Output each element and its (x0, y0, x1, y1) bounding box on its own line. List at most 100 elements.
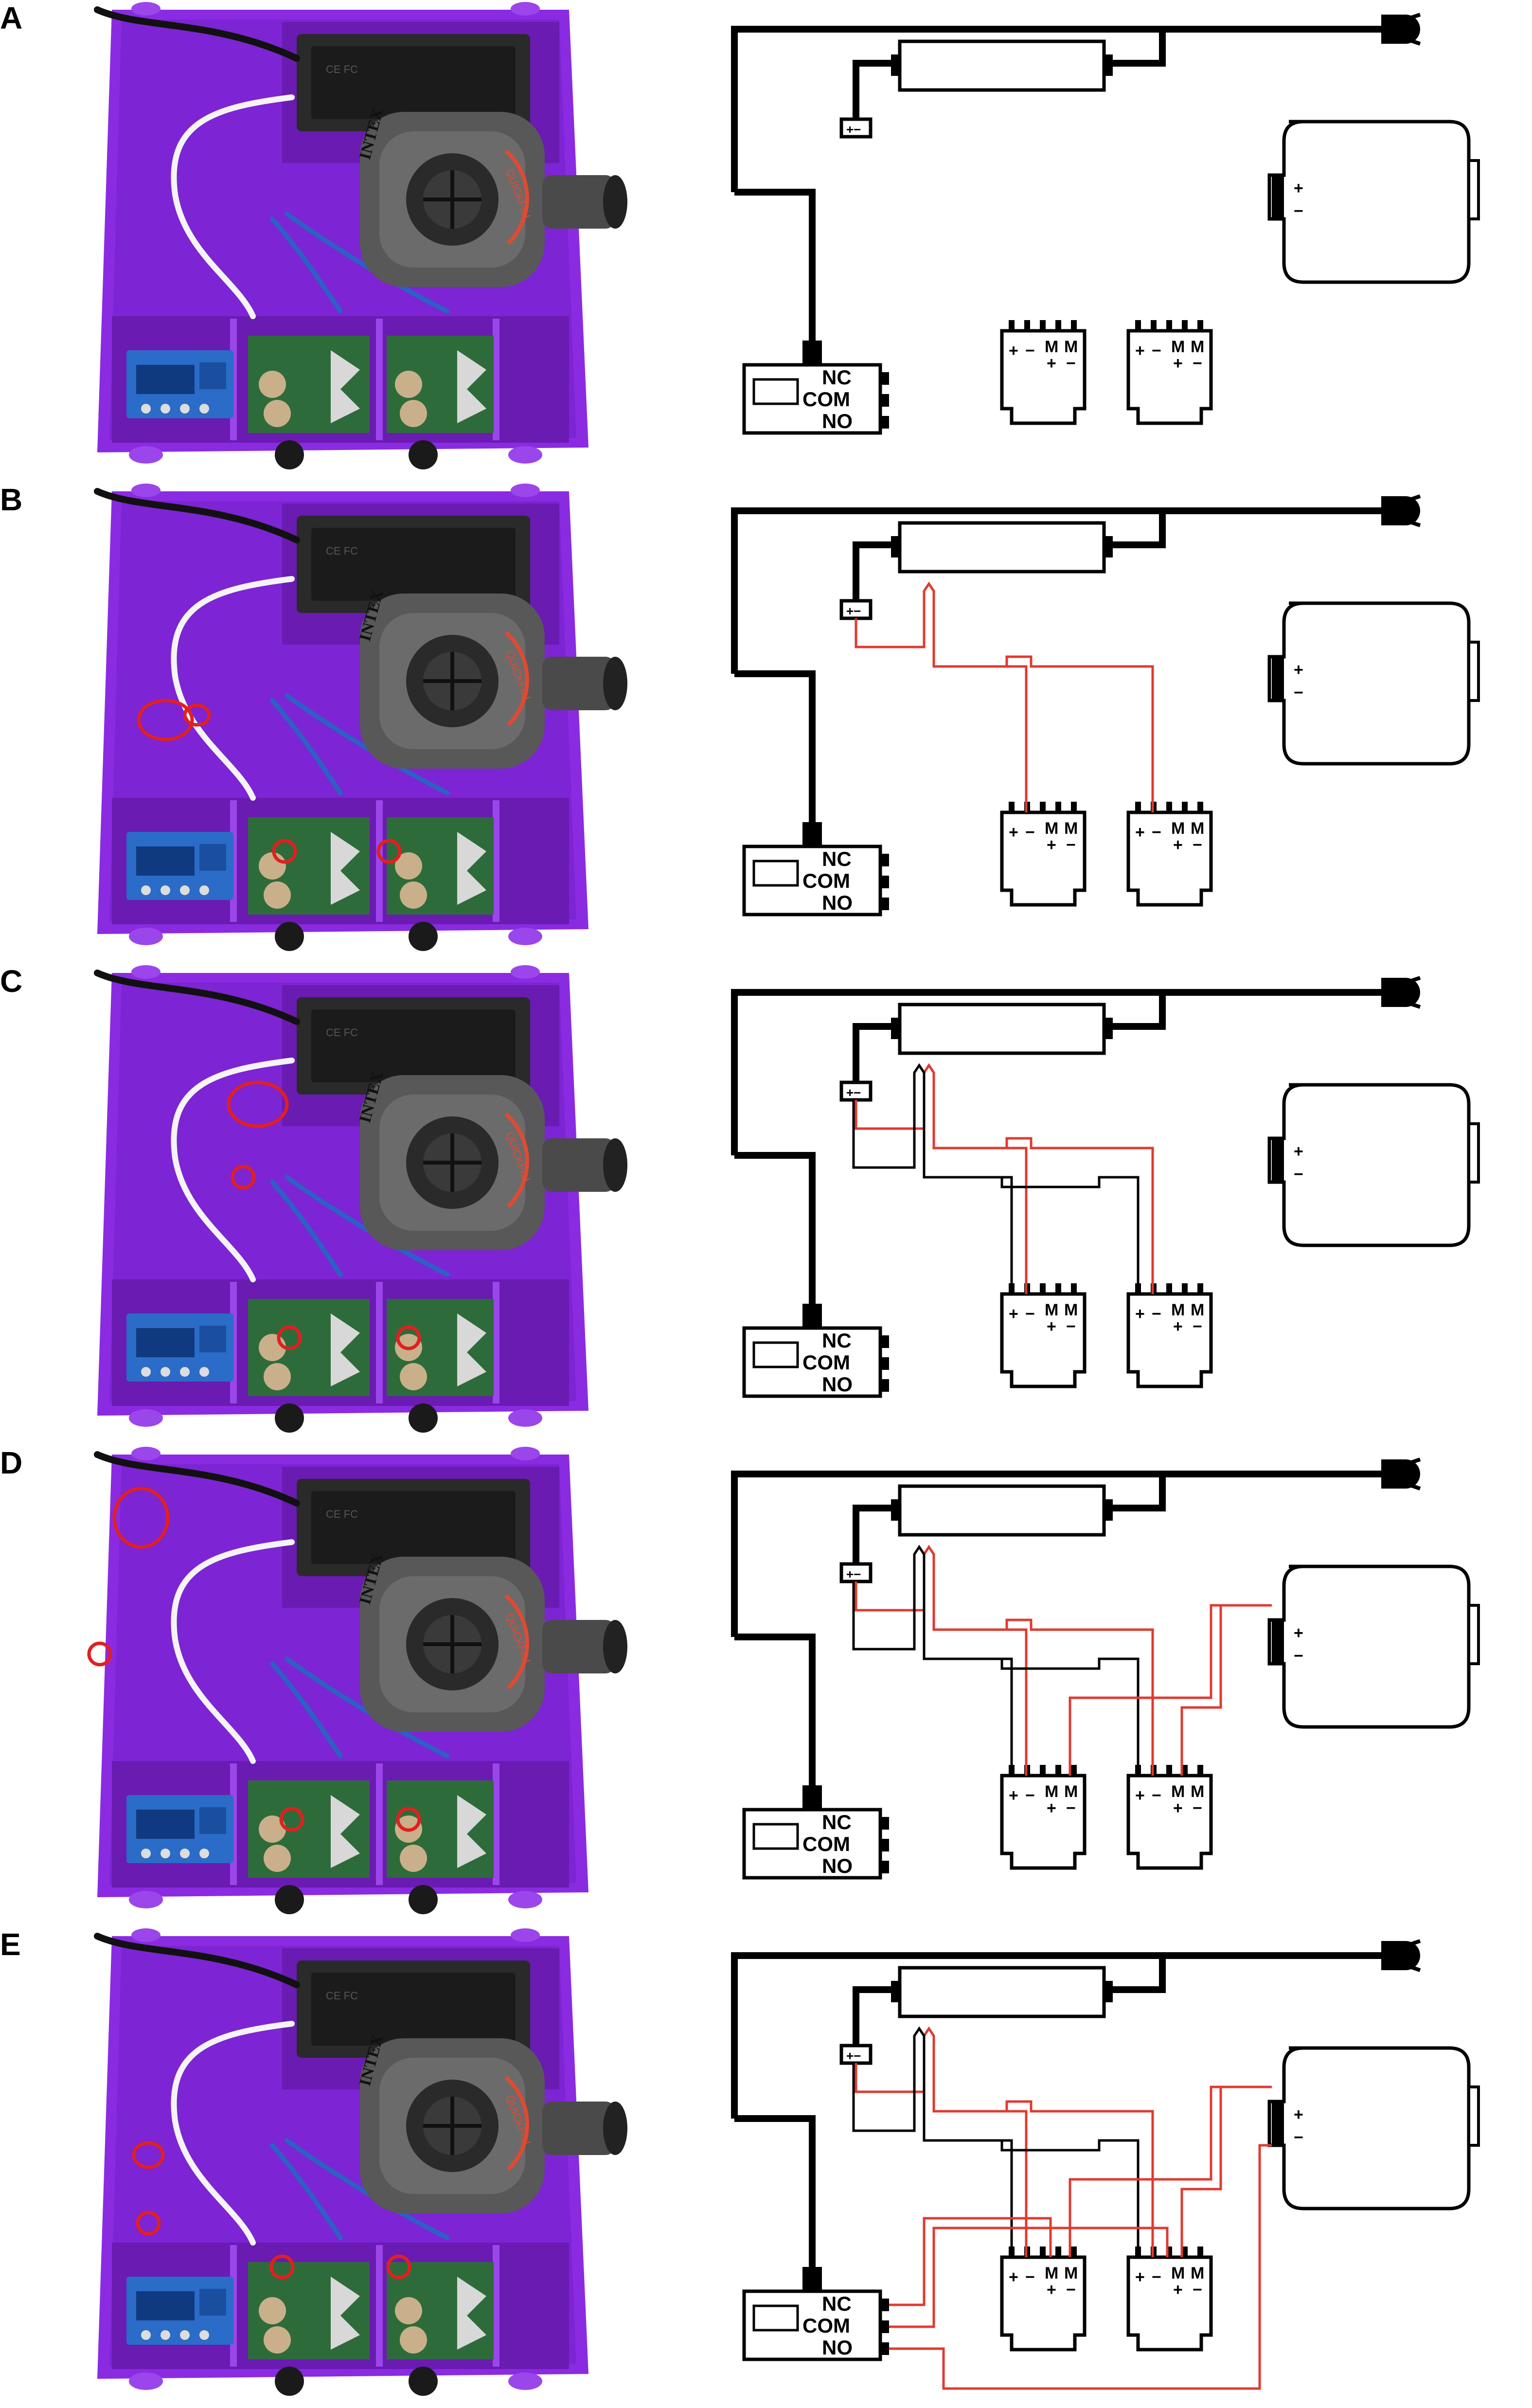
pump-terminal (1272, 657, 1284, 701)
relay-terminal-block (880, 1357, 889, 1370)
pump-outlet (1467, 1122, 1480, 1184)
pin-label-minus: − (1193, 1799, 1202, 1817)
panel-letter: A (0, 0, 23, 36)
pin-label-minus: − (1066, 1317, 1076, 1336)
motor-controller-board-1 (248, 1780, 370, 1914)
psu-terminal (1103, 1499, 1113, 1521)
plug-prong (1405, 1457, 1421, 1466)
highlight-circle (227, 1080, 289, 1128)
plug-prong (1405, 37, 1421, 46)
power-supply-brick: CE FC (297, 1960, 530, 2058)
air-pump: INTEX QUICKFILL (356, 1551, 627, 1732)
controller-pin (1135, 320, 1141, 331)
enclosure-photo: CE FC INTEX QUICKFILL (94, 965, 627, 1433)
red-wire-relay-nc (889, 2217, 1052, 2306)
red-wire-controller-2 (934, 1618, 1154, 1776)
pump-label-minus: − (1294, 683, 1303, 702)
motor-controller-board-2 (387, 2262, 494, 2396)
pin-label-minus: − (1025, 2268, 1035, 2286)
relay-input-plug (802, 341, 822, 365)
pin-label-minus: − (1193, 1317, 1202, 1336)
pin-label-m: M (1191, 819, 1204, 838)
pin-label-minus: − (1066, 836, 1076, 854)
pin-label-minus: − (1066, 1799, 1076, 1817)
controller-pin (1040, 802, 1046, 812)
mounting-tab (131, 1447, 160, 1460)
pin-label-m: M (1045, 1782, 1058, 1801)
psu-terminal (891, 54, 901, 76)
relay-terminal-no: NO (822, 2336, 853, 2359)
controller-pin (1040, 320, 1046, 331)
relay-display (752, 1823, 799, 1850)
psu-terminal (891, 1018, 901, 1039)
mounting-tab (129, 1409, 163, 1427)
pin-label-minus: − (1152, 823, 1161, 842)
highlight-circle (87, 1641, 112, 1667)
black-wire-controller-2 (924, 2139, 1140, 2257)
connection-highlights (227, 1080, 421, 1350)
plug-icon (1381, 1459, 1420, 1489)
plug-prong (1405, 1482, 1421, 1491)
relay-terminal-block (880, 372, 889, 385)
mounting-tab (129, 2372, 163, 2390)
red-wire-pump-2 (1180, 1605, 1222, 1776)
pump-label-minus: − (1294, 1647, 1303, 1665)
highlight-circle (136, 2210, 161, 2236)
mounting-tab (511, 1447, 540, 1460)
controller-pin (1135, 802, 1141, 812)
connection-highlights (132, 2141, 411, 2280)
controller-pin (1071, 2246, 1077, 2257)
pin-label-plus: + (1173, 1799, 1183, 1817)
mounting-tab (511, 1928, 540, 1942)
plug-icon (1381, 1941, 1420, 1970)
controller-pin (1071, 1765, 1077, 1776)
psu-terminal (891, 536, 901, 557)
relay-terminal-no: NO (822, 410, 853, 432)
ac-input-wire (1109, 511, 1166, 548)
pin-label-m: M (1045, 819, 1058, 838)
motor-controller-symbol (1000, 1292, 1087, 1388)
black-wire-controller-2 (924, 1176, 1140, 1294)
controller-pin (1182, 320, 1188, 331)
svg-text:CE FC: CE FC (326, 63, 358, 75)
pin-label-plus: + (1009, 341, 1018, 360)
psu-terminal (1103, 1018, 1113, 1039)
pin-label-m: M (1171, 2264, 1185, 2282)
controller-pin (1166, 1283, 1172, 1294)
pin-label-plus: + (1047, 354, 1056, 373)
relay-input-plug (802, 2267, 822, 2291)
svg-text:CE FC: CE FC (326, 545, 358, 557)
relay-supply-wire (734, 1152, 816, 1304)
pump-outlet (1467, 2085, 1480, 2147)
highlight-circle (386, 2254, 411, 2280)
relay-terminal-com: COM (802, 1351, 850, 1374)
pin-label-plus: + (1009, 1786, 1018, 1805)
air-pump: INTEX QUICKFILL (356, 2032, 627, 2213)
relay-supply-wire (734, 189, 816, 341)
pump-label-plus: + (1294, 2105, 1303, 2124)
pin-label-m: M (1191, 1782, 1204, 1801)
timer-relay-board (126, 1313, 233, 1382)
timer-relay-board (126, 350, 233, 418)
timer-relay-board (126, 2277, 233, 2345)
relay-display (752, 2304, 799, 2332)
controller-pin (1197, 2246, 1203, 2257)
air-pump: INTEX QUICKFILL (356, 588, 627, 769)
relay-terminal-block (880, 416, 889, 429)
pump-terminal (1272, 1138, 1284, 1182)
pin-label-m: M (1045, 1301, 1058, 1319)
controller-pin (1040, 1283, 1046, 1294)
highlight-circle (132, 2141, 165, 2169)
figure-panel-d: D CE FC (0, 1445, 1532, 1926)
relay-terminal-nc: NC (822, 2292, 852, 2315)
psu-terminal (891, 1499, 901, 1521)
controller-pin (1151, 320, 1157, 331)
mounting-tab (508, 1409, 542, 1427)
highlight-circle (396, 1325, 421, 1350)
pin-label-plus: + (1009, 823, 1018, 842)
pump-label-plus: + (1294, 1624, 1303, 1642)
pin-label-plus: + (1173, 2281, 1183, 2299)
pump-motor-symbol (1267, 1564, 1471, 1729)
pump-motor-symbol (1267, 1083, 1471, 1247)
relay-input-plug (802, 1304, 822, 1328)
